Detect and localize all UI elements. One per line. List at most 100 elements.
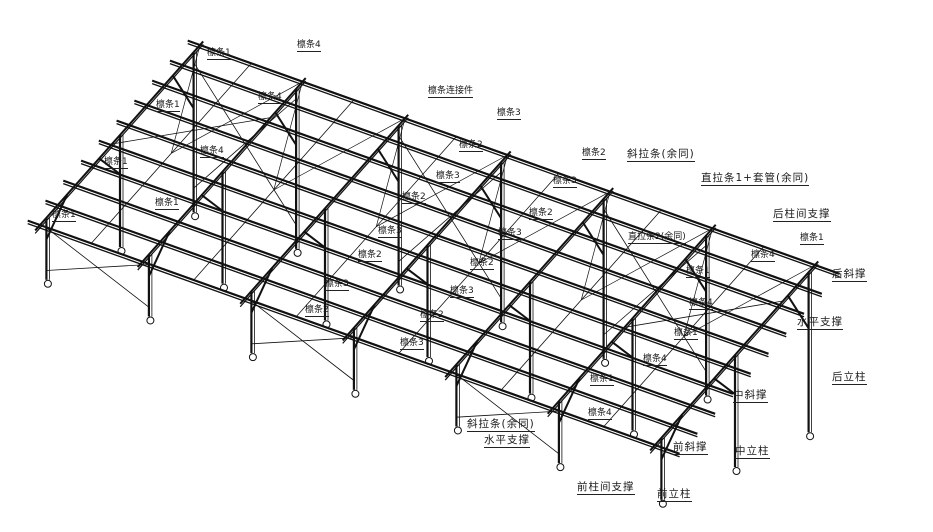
label-purlin: 檩条1 xyxy=(155,198,179,210)
column-base xyxy=(396,285,405,294)
purlin xyxy=(169,62,823,298)
label-purlin: 檩条3 xyxy=(498,228,522,240)
column-base xyxy=(703,395,712,404)
diagonal-tie xyxy=(478,191,611,264)
purlin xyxy=(98,139,752,375)
purlin xyxy=(151,82,805,318)
purlin xyxy=(62,179,716,415)
label-purlin: 檩条3 xyxy=(325,279,349,291)
rafter xyxy=(34,40,204,232)
label-purlin: 檩条2 xyxy=(582,148,606,160)
label-purlin: 檩条4 xyxy=(588,408,612,420)
label-middle-brace: 中斜撑 xyxy=(733,389,768,403)
label-purlin: 檩条3 xyxy=(450,286,474,298)
diagonal-brace xyxy=(611,340,634,359)
label-rear-column: 后立柱 xyxy=(832,371,867,385)
rafter xyxy=(239,114,409,305)
column-base xyxy=(732,467,741,475)
label-purlin: 檩条1 xyxy=(674,328,698,340)
label-purlin: 檩条2 xyxy=(358,250,382,262)
column-base xyxy=(146,316,155,325)
column-base xyxy=(601,358,610,367)
label-purlin: 檩条1 xyxy=(207,48,231,60)
diagonal-brace xyxy=(303,230,326,249)
label-purlin: 檩条2 xyxy=(402,192,426,204)
column-base xyxy=(191,212,200,221)
diagonal-brace xyxy=(508,304,531,322)
diagonal-brace xyxy=(201,194,224,212)
column-base xyxy=(806,432,815,441)
purlin xyxy=(169,59,823,295)
purlin xyxy=(27,222,680,458)
rafter xyxy=(444,187,614,378)
rafter xyxy=(649,260,819,452)
label-purlin: 檩条1 xyxy=(590,374,614,386)
label-horizontal-brace: 水平支撑 xyxy=(484,434,530,448)
column-base xyxy=(351,389,360,398)
diagonal-tie xyxy=(581,228,713,301)
diagonal-tie xyxy=(478,154,508,264)
diagonal-brace xyxy=(98,157,121,175)
purlin xyxy=(80,159,734,395)
label-purlin: 檩条4 xyxy=(689,298,713,310)
label-purlin: 檩条1 xyxy=(52,210,76,222)
rafter xyxy=(137,80,307,271)
label-front-brace: 前斜撑 xyxy=(673,441,708,455)
label-rear-column-bracing: 后柱间支撑 xyxy=(773,208,831,222)
diagonal-tie xyxy=(683,264,816,337)
label-purlin: 檩条2 xyxy=(459,140,483,152)
purlin xyxy=(45,202,698,438)
label-front-column: 前立柱 xyxy=(657,488,692,502)
diagonal-tie xyxy=(170,44,201,154)
rafter xyxy=(547,227,717,418)
rafter xyxy=(342,154,512,344)
label-purlin: 檩条2 xyxy=(420,310,444,322)
horizontal-brace xyxy=(111,117,271,145)
diagonal-tie xyxy=(683,228,713,337)
label-purlin: 檩条1 xyxy=(686,266,710,278)
diagonal-tie xyxy=(273,81,303,191)
rafter xyxy=(34,44,204,234)
rafter xyxy=(444,190,614,381)
column-base xyxy=(248,353,257,362)
rafter xyxy=(239,117,409,308)
label-purlin: 檩条4 xyxy=(200,146,224,158)
label-purlin-connector: 檩条连接件 xyxy=(428,86,474,98)
label-purlin: 檩条4 xyxy=(297,40,321,52)
label-purlin: 檩条2 xyxy=(470,258,494,270)
purlin xyxy=(116,119,769,355)
label-purlin: 檩条1 xyxy=(156,100,180,112)
purlin xyxy=(45,199,698,435)
label-straight-tie-2: 直拉条2(余同) xyxy=(628,232,686,244)
diagonal-brace xyxy=(713,377,736,395)
purlin xyxy=(187,42,840,278)
purlin xyxy=(27,219,680,455)
label-purlin: 檩条2 xyxy=(529,208,553,220)
diagonal-tie xyxy=(375,118,406,227)
label-purlin: 檩条4 xyxy=(258,92,282,104)
label-purlin: 檩条4 xyxy=(643,354,667,366)
purlin xyxy=(187,39,840,275)
label-purlin: 檩条1 xyxy=(104,157,128,169)
column-base xyxy=(556,463,565,472)
purlin xyxy=(63,182,716,418)
label-diagonal-tie: 斜拉条(余同) xyxy=(627,148,695,162)
purlin xyxy=(133,99,787,335)
purlin xyxy=(116,122,769,358)
label-purlin: 檩条2 xyxy=(305,305,329,317)
label-purlin: 檩条3 xyxy=(497,108,521,120)
column-bracing xyxy=(46,227,150,308)
rafter xyxy=(341,150,512,342)
column-base xyxy=(43,279,52,288)
column-base xyxy=(453,426,462,435)
label-purlin: 檩条3 xyxy=(553,176,577,188)
diagonal-tie xyxy=(273,118,406,191)
column-base xyxy=(293,248,302,257)
column-base xyxy=(498,322,507,331)
rafter xyxy=(649,264,819,454)
label-middle-column: 中立柱 xyxy=(735,445,770,459)
label-purlin: 檩条1 xyxy=(800,233,824,245)
label-purlin: 檩条3 xyxy=(400,338,424,350)
